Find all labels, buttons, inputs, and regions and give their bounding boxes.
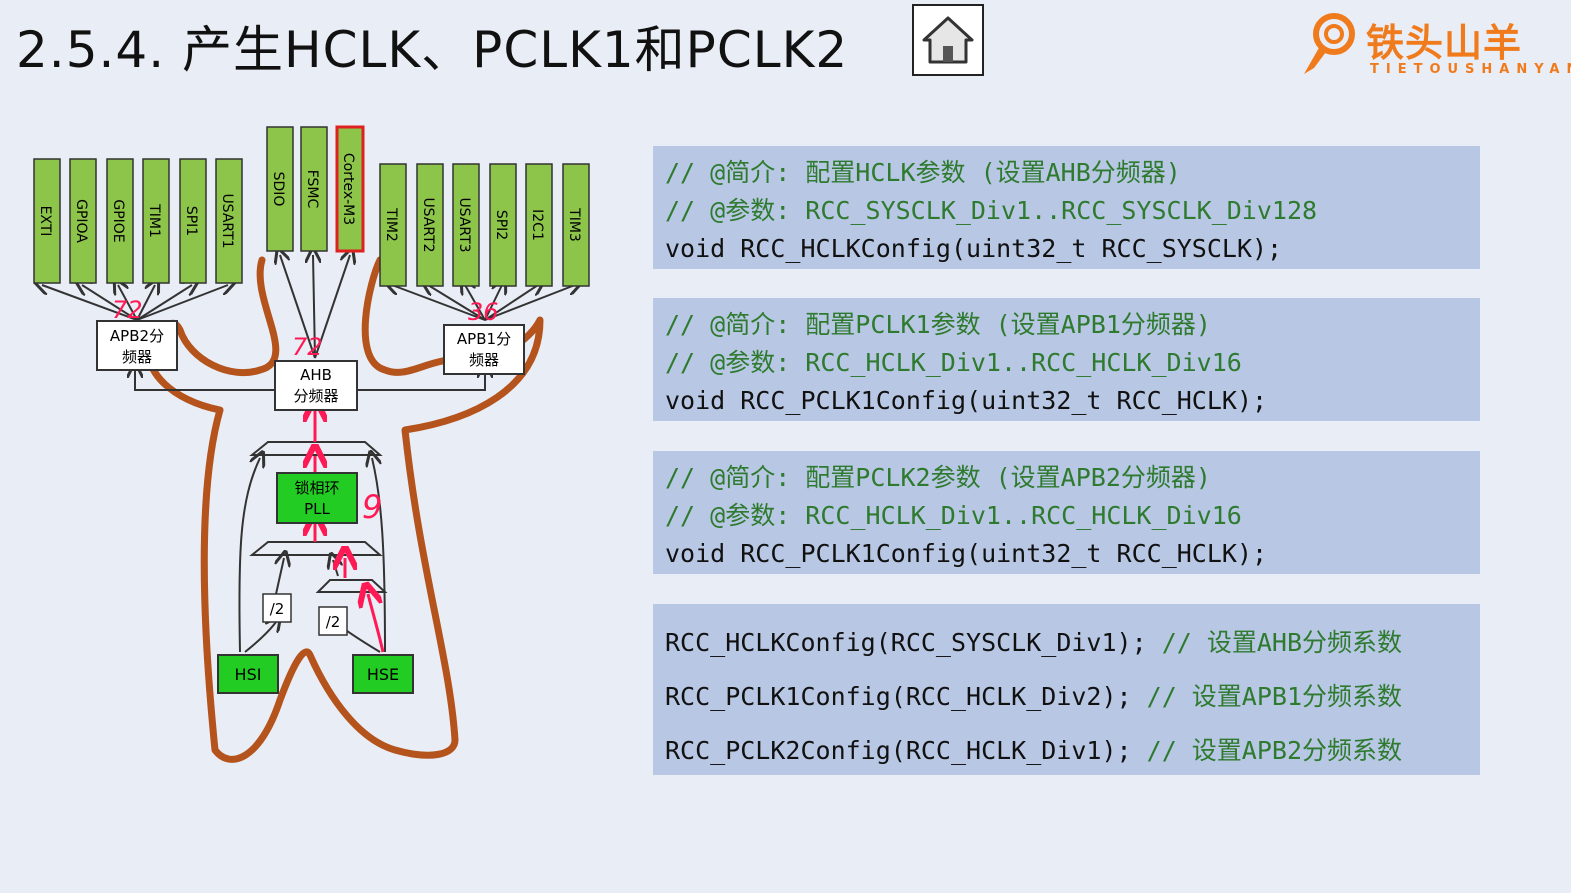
hclk-config-block: // @简介: 配置HCLK参数 (设置AHB分频器) // @参数: RCC_… bbox=[653, 146, 1480, 269]
pll-mult-annotation: 9 bbox=[362, 488, 382, 526]
clock-tree-diagram: EXTI GPIOA GPIOE TIM1 SPI1 USART1 SDIO F… bbox=[0, 100, 640, 780]
pclk2-config-block: // @简介: 配置PCLK2参数 (设置APB2分频器) // @参数: RC… bbox=[653, 451, 1480, 574]
code-comment: // @简介: 配置PCLK2参数 (设置APB2分频器) bbox=[665, 463, 1211, 492]
apb1-divider: APB1分 频器 bbox=[443, 324, 525, 375]
div2-block-a: /2 bbox=[262, 593, 292, 623]
usage-comment: // 设置APB1分频系数 bbox=[1131, 682, 1403, 711]
peripheral-label: GPIOA bbox=[73, 199, 89, 243]
usage-comment: // 设置AHB分频系数 bbox=[1146, 628, 1403, 657]
code-signature: void RCC_PCLK1Config(uint32_t RCC_HCLK); bbox=[665, 539, 1268, 568]
svg-text:锁相环: 锁相环 bbox=[294, 479, 339, 497]
code-comment: // @简介: 配置PCLK1参数 (设置APB1分频器) bbox=[665, 310, 1211, 339]
hsi-source: HSI bbox=[217, 654, 279, 694]
svg-text:频器: 频器 bbox=[469, 351, 499, 369]
peripheral-label: TIM1 bbox=[146, 203, 162, 238]
div2-block-b: /2 bbox=[318, 606, 348, 636]
svg-text:HSI: HSI bbox=[235, 665, 262, 684]
peripheral-label: SPI2 bbox=[493, 210, 509, 240]
pclk1-config-block: // @简介: 配置PCLK1参数 (设置APB1分频器) // @参数: RC… bbox=[653, 298, 1480, 421]
svg-text:AHB: AHB bbox=[300, 366, 332, 384]
peripheral-label: I2C1 bbox=[529, 209, 545, 241]
usage-example-block: RCC_HCLKConfig(RCC_SYSCLK_Div1); // 设置AH… bbox=[653, 604, 1480, 775]
home-button[interactable] bbox=[912, 4, 984, 76]
brand-logo: 铁头山羊 TIETOUSHANYANG bbox=[1300, 8, 1571, 82]
logo-subtitle: TIETOUSHANYANG bbox=[1370, 62, 1571, 77]
peripheral-label: EXTI bbox=[37, 206, 53, 237]
peripheral-label: USART2 bbox=[420, 197, 436, 252]
ahb-freq-annotation: 72 bbox=[292, 333, 323, 361]
svg-text:APB2分: APB2分 bbox=[110, 327, 164, 345]
svg-text:频器: 频器 bbox=[122, 348, 152, 366]
peripheral-label: TIM2 bbox=[383, 207, 399, 242]
peripheral-label: USART3 bbox=[456, 197, 472, 252]
peripheral-label: TIM3 bbox=[566, 207, 582, 242]
usage-code: RCC_PCLK2Config(RCC_HCLK_Div1); bbox=[665, 736, 1132, 765]
svg-text:HSE: HSE bbox=[367, 665, 399, 684]
usage-line: RCC_PCLK1Config(RCC_HCLK_Div2); // 设置APB… bbox=[665, 676, 1468, 730]
code-comment: // @简介: 配置HCLK参数 (设置AHB分频器) bbox=[665, 158, 1181, 187]
page-title: 2.5.4. 产生HCLK、PCLK1和PCLK2 bbox=[16, 21, 849, 79]
code-comment: // @参数: RCC_SYSCLK_Div1..RCC_SYSCLK_Div1… bbox=[665, 196, 1318, 225]
hse-source: HSE bbox=[352, 654, 414, 694]
apb2-divider: APB2分 频器 bbox=[96, 320, 178, 371]
code-comment: // @参数: RCC_HCLK_Div1..RCC_HCLK_Div16 bbox=[665, 501, 1242, 530]
code-signature: void RCC_PCLK1Config(uint32_t RCC_HCLK); bbox=[665, 386, 1268, 415]
peripheral-label: USART1 bbox=[219, 193, 235, 248]
pll-block: 锁相环 PLL bbox=[276, 472, 358, 524]
svg-text:分频器: 分频器 bbox=[293, 387, 338, 405]
code-signature: void RCC_HCLKConfig(uint32_t RCC_SYSCLK)… bbox=[665, 234, 1283, 263]
svg-text:PLL: PLL bbox=[304, 500, 330, 518]
apb2-peripherals: EXTI GPIOA GPIOE TIM1 SPI1 USART1 bbox=[33, 158, 243, 284]
logo-name: 铁头山羊 bbox=[1366, 21, 1523, 65]
peripheral-label-cortex: Cortex-M3 bbox=[340, 153, 356, 225]
code-comment: // @参数: RCC_HCLK_Div1..RCC_HCLK_Div16 bbox=[665, 348, 1242, 377]
usage-line: RCC_PCLK2Config(RCC_HCLK_Div1); // 设置APB… bbox=[665, 730, 1468, 784]
ahb-divider: AHB 分频器 bbox=[274, 360, 358, 411]
peripheral-label: FSMC bbox=[304, 170, 320, 209]
peripheral-label: SDIO bbox=[270, 172, 286, 207]
usage-comment: // 设置APB2分频系数 bbox=[1131, 736, 1403, 765]
apb1-freq-annotation: 36 bbox=[468, 298, 499, 326]
goat-logo-icon bbox=[1304, 13, 1355, 74]
svg-text:/2: /2 bbox=[270, 600, 285, 618]
usage-line: RCC_HCLKConfig(RCC_SYSCLK_Div1); // 设置AH… bbox=[665, 622, 1468, 676]
peripheral-label: GPIOE bbox=[110, 199, 126, 242]
apb1-peripherals: TIM2 USART2 USART3 SPI2 I2C1 TIM3 bbox=[379, 163, 590, 287]
apb2-freq-annotation: 72 bbox=[112, 296, 143, 324]
ahb-peripherals: SDIO FSMC Cortex-M3 bbox=[266, 125, 365, 253]
usage-code: RCC_PCLK1Config(RCC_HCLK_Div2); bbox=[665, 682, 1132, 711]
peripheral-label: SPI1 bbox=[183, 206, 199, 236]
svg-text:/2: /2 bbox=[326, 613, 341, 631]
svg-text:APB1分: APB1分 bbox=[457, 330, 511, 348]
home-icon bbox=[922, 16, 974, 64]
usage-code: RCC_HCLKConfig(RCC_SYSCLK_Div1); bbox=[665, 628, 1147, 657]
